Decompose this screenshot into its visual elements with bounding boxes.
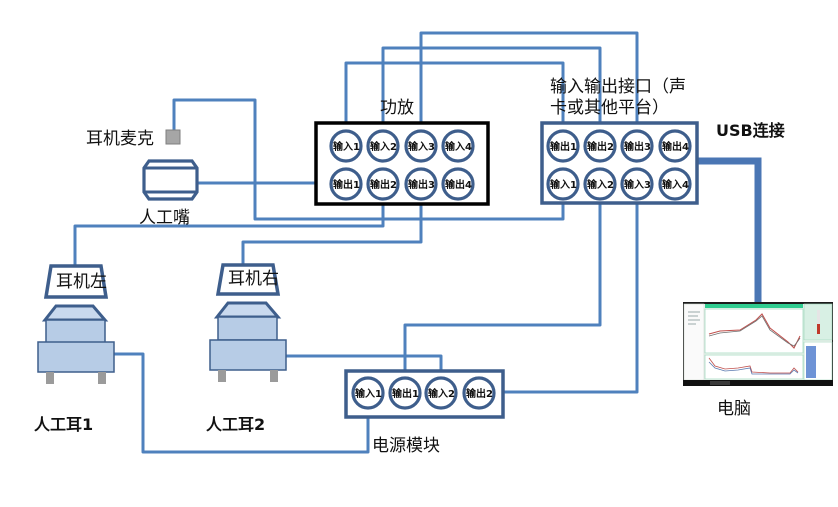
microphone-icon bbox=[165, 129, 181, 145]
io-port-output-1[interactable] bbox=[546, 129, 580, 163]
amp-port-input-3[interactable] bbox=[404, 129, 438, 163]
wire-io-in2-to-power-out1 bbox=[403, 184, 602, 392]
io-input-1-label: 输入1 bbox=[550, 178, 577, 191]
amp-port-output-3[interactable] bbox=[404, 167, 438, 201]
artificial-ear-1-icon bbox=[37, 304, 115, 384]
io-input-2-label: 输入2 bbox=[587, 178, 614, 191]
io-input-4-label: 输入4 bbox=[662, 178, 689, 191]
amp-output-2-label: 输出2 bbox=[370, 178, 397, 191]
amp-output-1-label: 输出1 bbox=[333, 178, 360, 191]
amp-port-output-4[interactable] bbox=[441, 167, 475, 201]
computer[interactable]: 电脑 bbox=[683, 302, 833, 419]
power-module: 输入1 输出1 输入2 输出2 电源模块 bbox=[344, 369, 505, 456]
io-interface-title-line1: 输入输出接口（声 bbox=[550, 77, 686, 97]
amp-output-3-label: 输出3 bbox=[408, 178, 435, 191]
amp-output-4-label: 输出4 bbox=[445, 178, 472, 191]
io-output-1-label: 输出1 bbox=[550, 140, 577, 153]
amplifier-output-ports: 输出1 输出2 输出3 输出4 bbox=[329, 167, 475, 201]
io-input-ports: 输入1 输入2 输入3 输入4 bbox=[546, 167, 692, 201]
amp-input-3-label: 输入3 bbox=[408, 140, 435, 153]
amp-port-input-4[interactable] bbox=[441, 129, 475, 163]
io-output-2-label: 输出2 bbox=[587, 140, 614, 153]
headphone-right: 耳机右 bbox=[215, 263, 281, 296]
headphone-right-label: 耳机右 bbox=[228, 269, 279, 289]
wire-amp-out3-to-headphone-right bbox=[241, 184, 423, 266]
io-port-input-4[interactable] bbox=[658, 167, 692, 201]
amp-port-input-1[interactable] bbox=[329, 129, 363, 163]
io-port-output-2[interactable] bbox=[583, 129, 617, 163]
headset-mic: 耳机麦克 bbox=[86, 129, 181, 149]
io-interface: 输入输出接口（声 卡或其他平台） 输出1 输出2 输出3 输出4 输入1 输入2… bbox=[540, 77, 699, 205]
artificial-ear-2[interactable]: 人工耳2 bbox=[206, 301, 287, 434]
amp-input-1-label: 输入1 bbox=[333, 140, 360, 153]
amplifier-title: 功放 bbox=[380, 98, 414, 118]
io-port-input-1[interactable] bbox=[546, 167, 580, 201]
power-port-3-label: 输入2 bbox=[428, 387, 455, 400]
headset-mic-label: 耳机麦克 bbox=[86, 129, 154, 149]
io-output-4-label: 输出4 bbox=[662, 140, 689, 153]
wire-io-out2-to-amp-in2 bbox=[381, 46, 602, 146]
artificial-mouth-icon bbox=[142, 159, 199, 201]
headphone-left-icon bbox=[43, 264, 109, 299]
power-port-output-1[interactable] bbox=[388, 376, 422, 410]
power-port-2-label: 输出1 bbox=[392, 387, 419, 400]
wire-io-out3-to-amp-in3 bbox=[419, 31, 639, 146]
headphone-left: 耳机左 bbox=[43, 264, 109, 299]
io-port-output-3[interactable] bbox=[620, 129, 654, 163]
amp-input-4-label: 输入4 bbox=[445, 140, 472, 153]
io-port-output-4[interactable] bbox=[658, 129, 692, 163]
amp-port-output-2[interactable] bbox=[366, 167, 400, 201]
io-input-3-label: 输入3 bbox=[624, 178, 651, 191]
io-interface-title-line2: 卡或其他平台） bbox=[550, 98, 669, 118]
wire-io-out1-to-amp-in1 bbox=[344, 61, 565, 146]
wire-usb-io-to-computer bbox=[697, 157, 762, 302]
computer-label: 电脑 bbox=[717, 399, 751, 419]
artificial-ear-1[interactable]: 人工耳1 bbox=[34, 304, 115, 434]
headphone-right-icon bbox=[215, 263, 281, 296]
artificial-ear-2-label: 人工耳2 bbox=[206, 415, 265, 434]
artificial-mouth: 人工嘴 bbox=[139, 159, 199, 228]
power-port-input-1[interactable] bbox=[351, 376, 385, 410]
io-port-input-3[interactable] bbox=[620, 167, 654, 201]
headphone-left-label: 耳机左 bbox=[56, 272, 107, 292]
io-output-ports: 输出1 输出2 输出3 输出4 bbox=[546, 129, 692, 163]
amp-port-output-1[interactable] bbox=[329, 167, 363, 201]
power-port-4-label: 输出2 bbox=[466, 387, 493, 400]
power-port-output-2[interactable] bbox=[462, 376, 496, 410]
amplifier-input-ports: 输入1 输入2 输入3 输入4 bbox=[329, 129, 475, 163]
power-module-title: 电源模块 bbox=[372, 436, 440, 456]
io-output-3-label: 输出3 bbox=[624, 140, 651, 153]
power-port-input-2[interactable] bbox=[424, 376, 458, 410]
wire-ear1-to-power-in1 bbox=[114, 352, 370, 454]
amp-port-input-2[interactable] bbox=[366, 129, 400, 163]
amplifier: 功放 输入1 输入2 输入3 输入4 输出1 输出2 输出3 输出4 bbox=[314, 98, 490, 206]
artificial-ear-1-label: 人工耳1 bbox=[34, 415, 93, 434]
artificial-mouth-label: 人工嘴 bbox=[139, 208, 190, 228]
power-port-1-label: 输入1 bbox=[355, 387, 382, 400]
io-port-input-2[interactable] bbox=[583, 167, 617, 201]
amp-input-2-label: 输入2 bbox=[370, 140, 397, 153]
computer-screenshot-icon bbox=[683, 302, 833, 386]
wire-io-in3-to-power-out2 bbox=[502, 184, 639, 394]
artificial-ear-2-icon bbox=[209, 301, 287, 382]
usb-connection-label: USB连接 bbox=[716, 121, 785, 140]
wire-mic-to-io-in1 bbox=[172, 98, 565, 221]
